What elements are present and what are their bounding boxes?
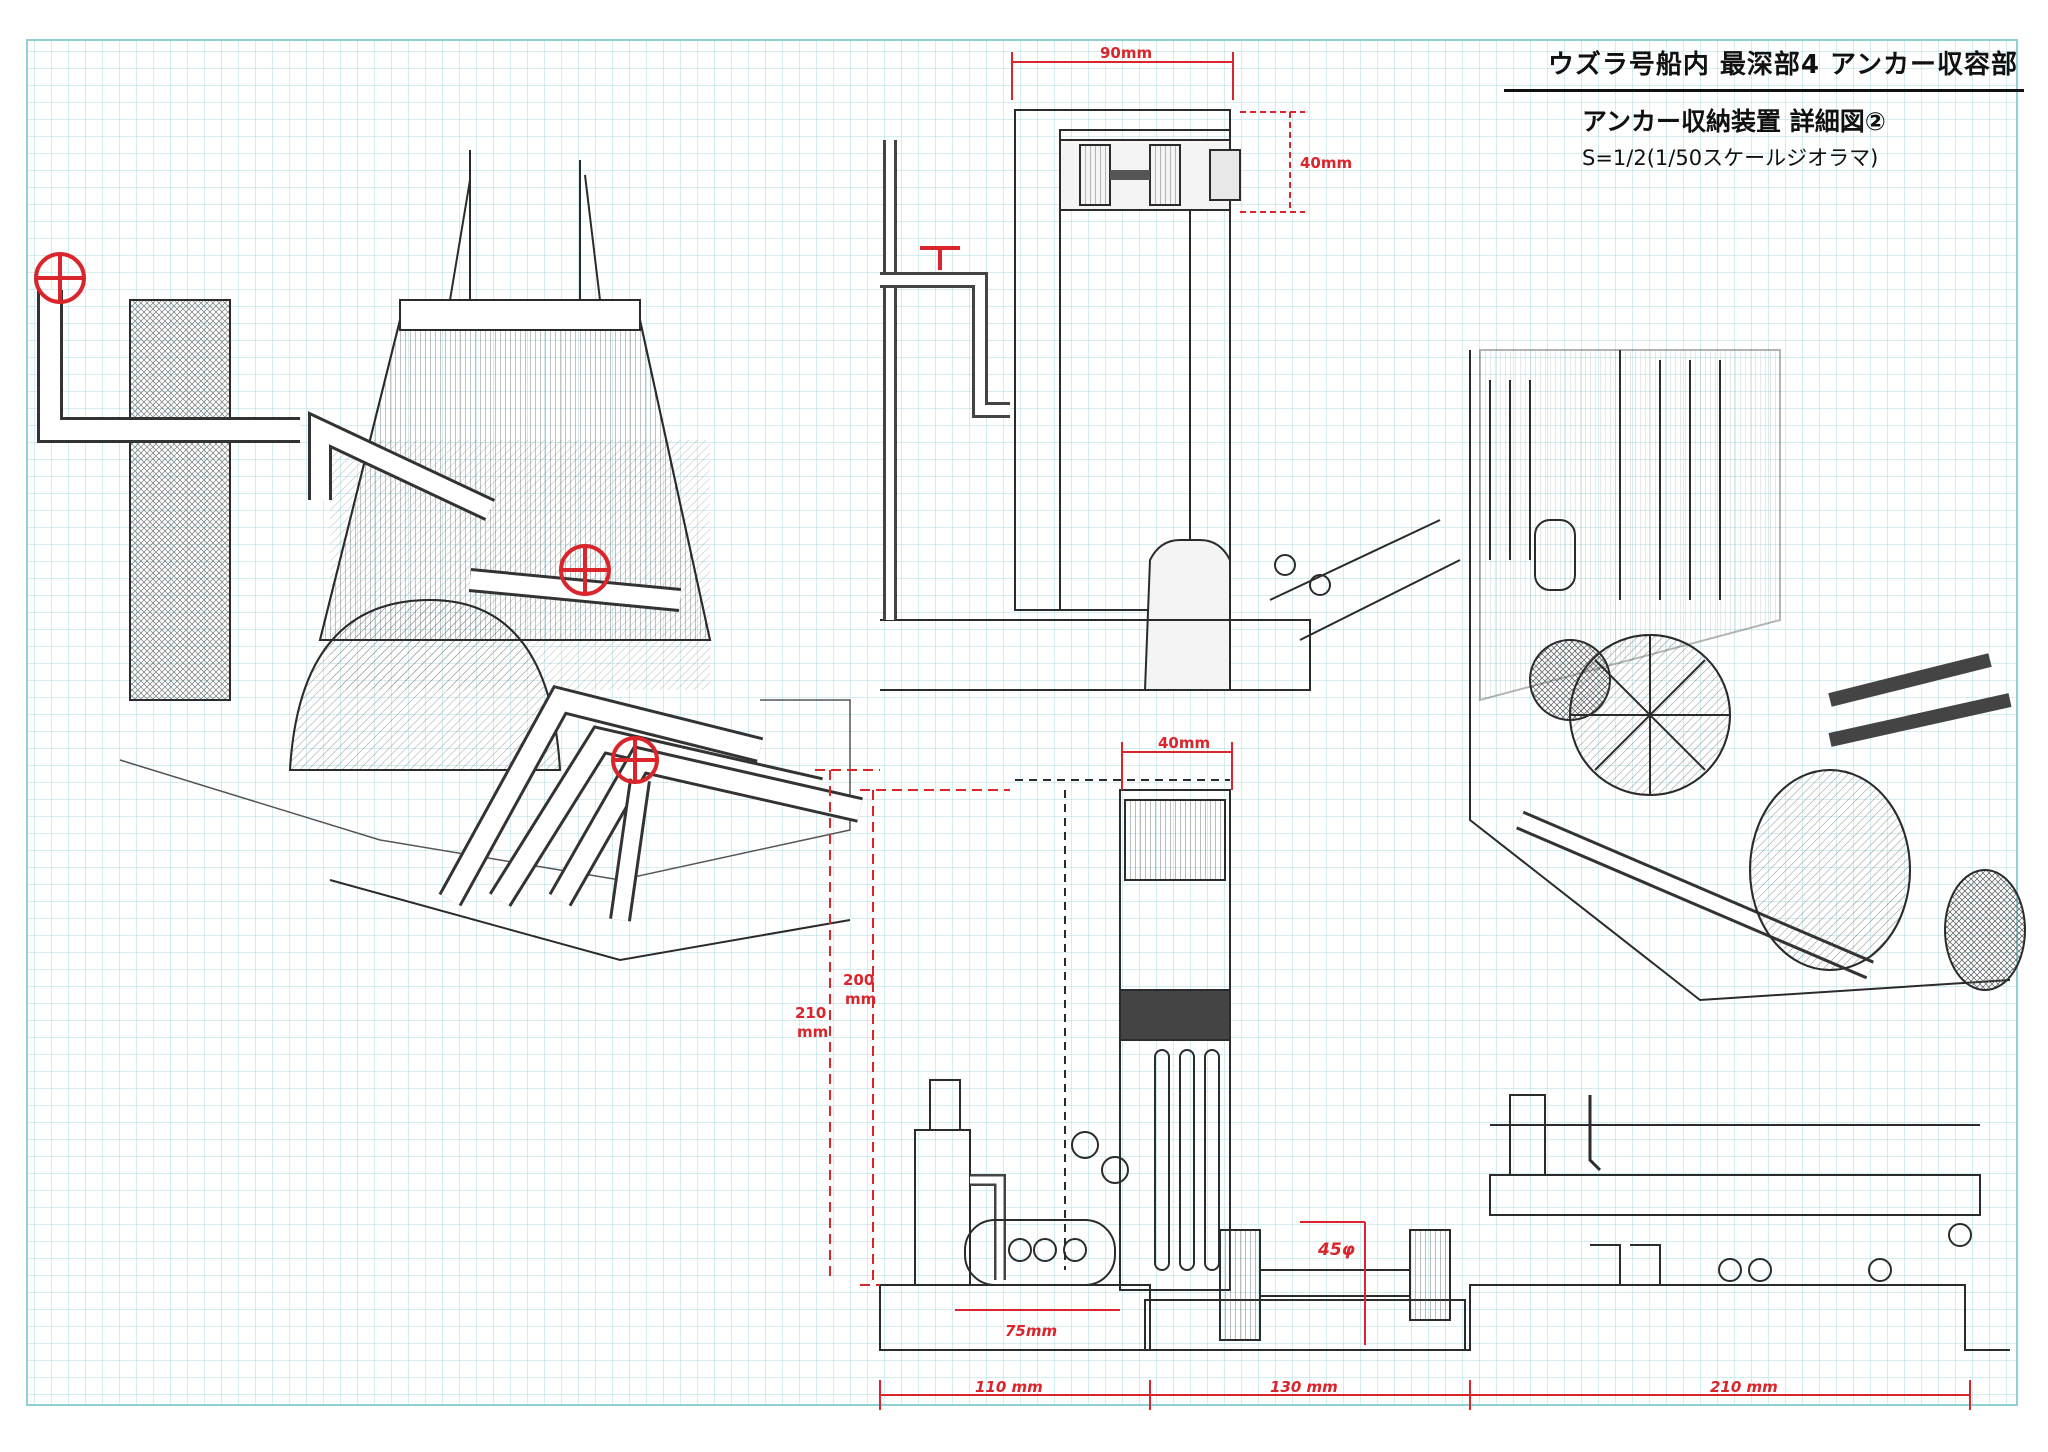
valve-wheel-top <box>920 246 960 270</box>
dim-label-height-200: 200 <box>843 971 874 989</box>
dimension-labels: 90mm 40mm 40mm 200 mm 210 mm 45φ 75mm 11… <box>795 44 1778 1396</box>
valve-wheel-3 <box>611 736 659 784</box>
dim-label-top-height: 40mm <box>1300 154 1352 172</box>
dim-label-height-210-unit: mm <box>797 1023 828 1041</box>
perspective-sketch-left <box>37 150 863 962</box>
drawing-subtitle: アンカー収納装置 詳細図② <box>1582 107 1886 136</box>
dim-label-height-210: 210 <box>795 1004 826 1022</box>
dim-label-top-width: 90mm <box>1100 44 1152 62</box>
valve-wheel-2 <box>559 544 611 596</box>
drawing-scale: S=1/2(1/50スケールジオラマ) <box>1582 146 1879 170</box>
drawing-title: ウズラ号船内 最深部4 アンカー収容部 <box>1547 50 2018 80</box>
dim-label-bottom-top-width: 40mm <box>1158 734 1210 752</box>
elevation-top <box>880 109 1461 691</box>
title-block: ウズラ号船内 最深部4 アンカー収容部 アンカー収納装置 詳細図② S=1/2(… <box>1504 44 2024 172</box>
dim-label-offset-75: 75mm <box>1005 1322 1057 1340</box>
dim-label-width-210: 210 mm <box>1710 1378 1778 1396</box>
perspective-sketch-right <box>1469 349 2026 1002</box>
section-bottom <box>879 779 2010 1351</box>
dim-label-width-110: 110 mm <box>975 1378 1043 1396</box>
valve-wheel-1 <box>34 252 86 304</box>
dim-label-pipe-dia: 45φ <box>1317 1240 1355 1260</box>
title-rule <box>1504 89 2024 92</box>
dim-label-width-130: 130 mm <box>1270 1378 1338 1396</box>
dimension-lines <box>815 52 1971 1410</box>
dim-label-height-200-unit: mm <box>845 990 876 1008</box>
